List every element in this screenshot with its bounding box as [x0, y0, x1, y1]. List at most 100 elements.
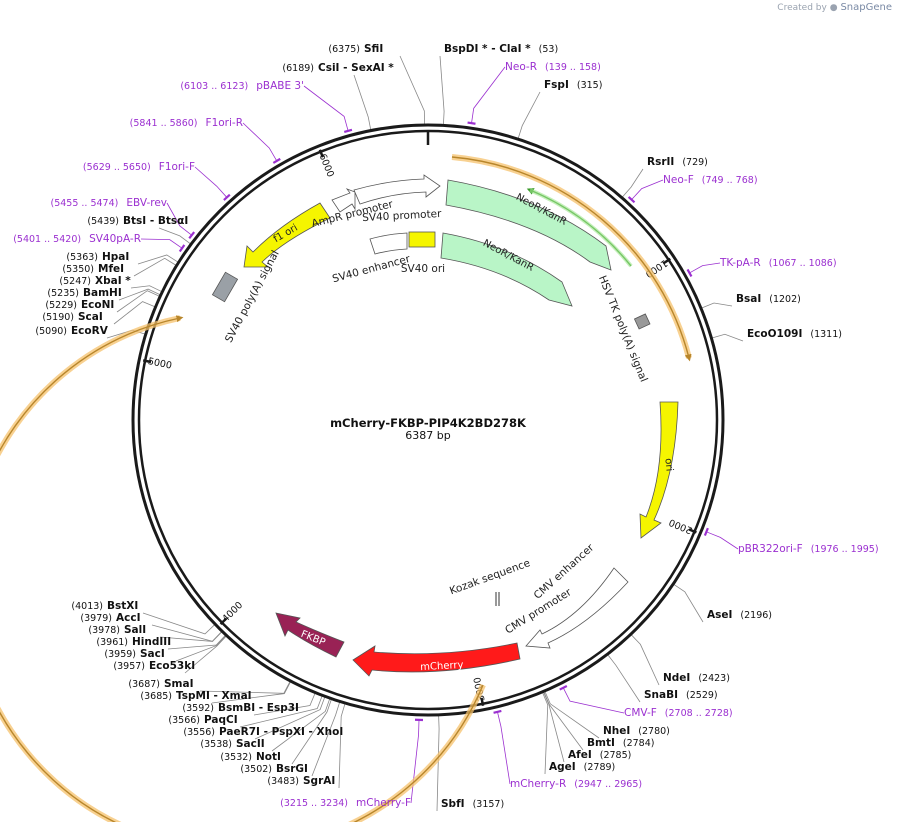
enzyme-line: [116, 290, 160, 313]
enzyme-site: (5229)EcoNI: [45, 299, 114, 311]
orf-ring-green: [529, 188, 633, 268]
label-kozak: Kozak sequence: [448, 557, 532, 597]
enzyme-position: (2529): [686, 690, 718, 701]
enzyme-site: (4013)BstXI: [71, 600, 138, 612]
enzyme-name: SbfI: [441, 798, 465, 810]
label-sv40-promoter: SV40 promoter: [362, 208, 442, 224]
primer-range: (5401 .. 5420): [13, 234, 81, 245]
enzyme-name: SnaBI: [644, 689, 678, 701]
enzyme-position: (5439): [87, 216, 119, 227]
primer-line: [194, 166, 228, 198]
primer: Neo-R(139 .. 158): [505, 61, 601, 73]
tick-mark: [688, 528, 697, 534]
enzyme-name: PaeR7I - PspXI - XhoI: [219, 726, 343, 738]
primer: SV40pA-R(5401 .. 5420): [13, 233, 141, 245]
tick-label: 2000: [667, 516, 694, 535]
primer-name: F1ori-R: [206, 117, 243, 129]
enzyme-site: SbfI (3157): [441, 798, 504, 810]
enzyme-name: NheI: [603, 725, 630, 737]
enzyme-site: (5235)BamHI: [47, 287, 121, 299]
enzyme-lines: [106, 55, 744, 812]
enzyme-name: PaqCI: [204, 714, 238, 726]
label-sv40-enhancer: SV40 enhancer: [331, 253, 412, 285]
primer-line: [562, 687, 625, 714]
enzyme-site: (3502)BsrGI: [240, 763, 308, 775]
feature-ampr-promoter: [331, 188, 356, 213]
enzyme-line: [338, 703, 346, 789]
enzyme-line: [271, 699, 330, 752]
primer-name: Neo-R: [505, 61, 537, 73]
snapgene-credit: Created by ● SnapGene: [777, 2, 892, 13]
primer: mCherry-R(2947 .. 2965): [510, 778, 642, 790]
primer: EBV-rev(5455 .. 5474): [51, 197, 168, 209]
enzyme-site: (6189)CsiI - SexAI *: [282, 62, 394, 74]
primer-name: mCherry-F: [356, 797, 411, 809]
enzyme-name: EcoRV: [71, 325, 109, 337]
feature-cmv: [525, 567, 629, 649]
tick-mark: [219, 617, 228, 626]
enzyme-line: [291, 699, 332, 765]
enzyme-position: (3592): [182, 703, 214, 714]
primer-name: pBABE 3': [256, 80, 304, 92]
enzyme-position: (5350): [62, 264, 94, 275]
enzyme-position: (2780): [638, 726, 670, 737]
enzyme-name: EcoO109I: [747, 328, 802, 340]
enzyme-position: (3157): [473, 799, 505, 810]
feature-f1-ori: [243, 202, 331, 268]
enzyme-site: (3687)SmaI: [128, 678, 193, 690]
enzyme-site: (5439)BtsI - BtsαI: [87, 215, 188, 227]
tick-mark: [318, 149, 325, 158]
enzyme-position: (2784): [623, 738, 655, 749]
enzyme-line: [311, 702, 340, 777]
enzyme-position: (5090): [35, 326, 67, 337]
tick-label: 4000: [220, 600, 245, 625]
enzyme-name: BamHI: [83, 287, 122, 299]
enzyme-position: (6375): [328, 44, 360, 55]
enzyme-name: HpaI: [102, 251, 129, 263]
enzyme-site: (3959)SacI: [104, 648, 164, 660]
primer-line: [497, 711, 511, 785]
enzyme-line: [353, 74, 372, 130]
enzyme-line: [158, 227, 191, 244]
enzyme-site: AseI(2196): [707, 609, 772, 621]
enzyme-position: (5247): [59, 276, 91, 287]
plasmid-length: 6387 bp: [405, 429, 450, 442]
enzyme-site: (5350) MfeI: [62, 263, 124, 275]
enzyme-site: (5363)HpaI: [66, 251, 129, 263]
enzyme-position: (3483): [267, 776, 299, 787]
enzyme-name: RsrII: [647, 156, 674, 168]
tick-mark: [142, 359, 152, 364]
enzyme-line: [542, 692, 549, 775]
enzyme-position: (729): [682, 157, 708, 168]
enzyme-line: [151, 624, 222, 642]
enzyme-site: NheI (2780): [603, 725, 670, 737]
enzyme-position: (3979): [80, 613, 112, 624]
primer: F1ori-F(5629 .. 5650): [83, 161, 195, 173]
enzyme-line: [130, 285, 162, 292]
enzyme-line: [543, 692, 565, 763]
enzyme-line: [254, 697, 326, 740]
feature-neokanr-inner: [440, 232, 573, 307]
enzyme-line: [167, 635, 226, 650]
enzyme-site: (3961)HindIII: [96, 636, 171, 648]
tick-mark: [662, 257, 671, 265]
enzyme-site: AgeI(2789): [549, 761, 615, 773]
plasmid-name: mCherry-FKBP-PIP4K2BD278K: [330, 416, 527, 430]
primer-lines: [140, 66, 739, 804]
enzyme-position: (53): [539, 44, 559, 55]
enzyme-name: NdeI: [663, 672, 690, 684]
enzyme-name: CsiI - SexAI *: [318, 62, 394, 74]
enzyme-name: MfeI: [98, 263, 124, 275]
enzyme-name: XbaI *: [95, 275, 131, 287]
enzyme-line: [118, 288, 161, 301]
enzyme-site: (3979)AccI: [80, 612, 140, 624]
enzyme-site: (3978)SalI: [88, 624, 146, 636]
primer-line: [166, 202, 192, 236]
enzyme-name: AgeI: [549, 761, 576, 773]
enzyme-line: [439, 55, 445, 125]
orf-arrow-neo: [451, 156, 692, 362]
enzyme-line: [113, 301, 155, 325]
enzyme-site: (3483)SgrAI: [267, 775, 335, 787]
